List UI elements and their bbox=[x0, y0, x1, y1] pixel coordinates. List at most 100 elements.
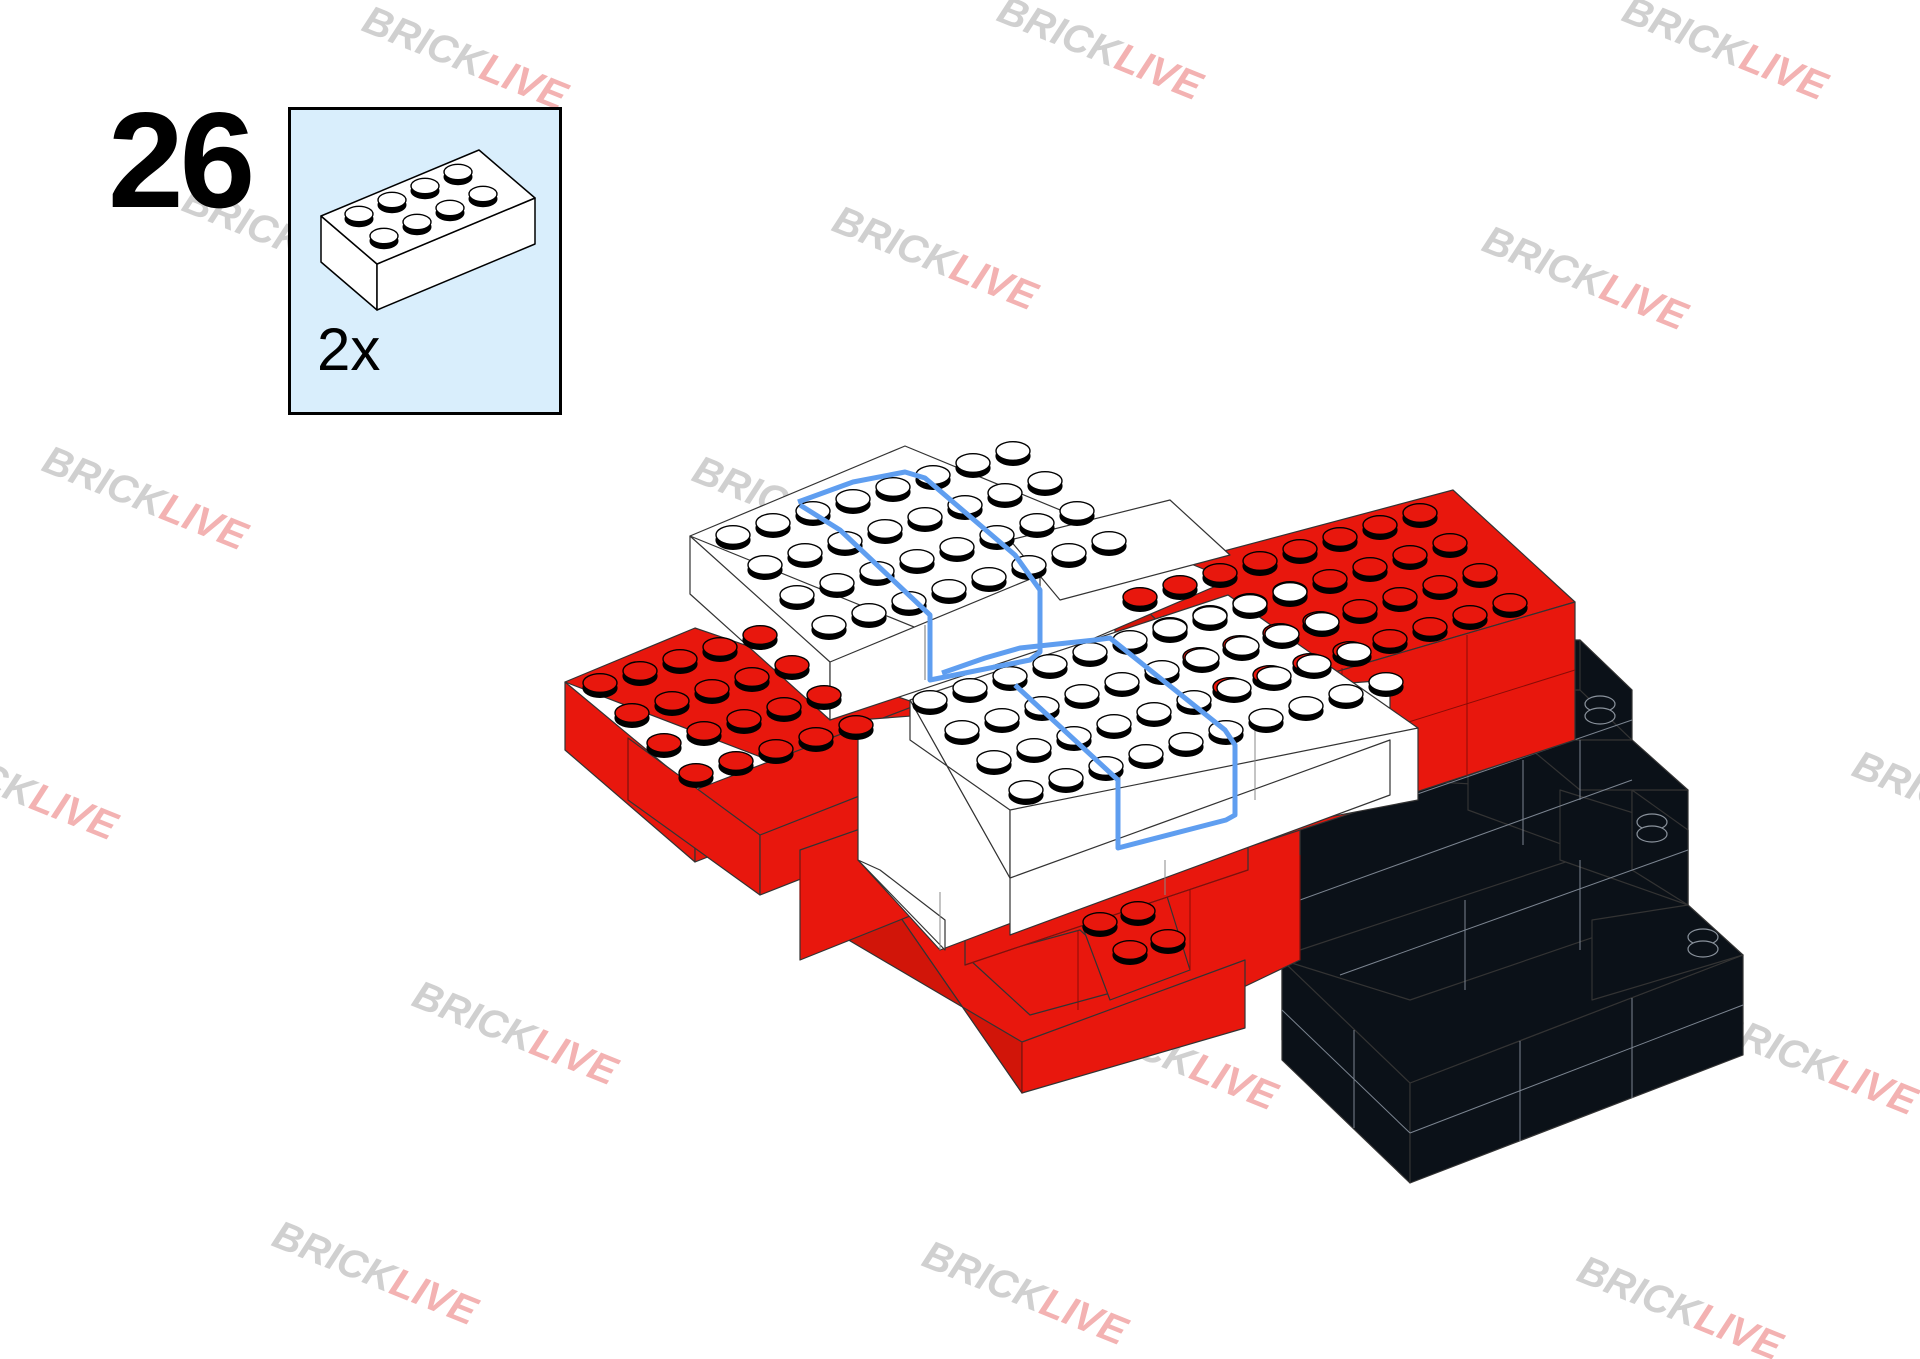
white-front-plate bbox=[857, 594, 1419, 951]
stud bbox=[1412, 616, 1448, 642]
stud bbox=[1152, 617, 1188, 643]
stud bbox=[1272, 581, 1308, 607]
stud bbox=[678, 762, 714, 788]
stud bbox=[838, 714, 874, 740]
stud bbox=[1328, 683, 1364, 709]
stud bbox=[1016, 737, 1052, 763]
stud bbox=[1048, 767, 1084, 793]
stud bbox=[715, 524, 751, 550]
stud bbox=[912, 689, 948, 715]
stud bbox=[1091, 530, 1127, 556]
stud bbox=[1072, 641, 1108, 667]
stud bbox=[798, 726, 834, 752]
stud bbox=[443, 163, 473, 186]
stud bbox=[1122, 586, 1158, 612]
stud bbox=[1402, 502, 1438, 528]
stud bbox=[1096, 713, 1132, 739]
stud bbox=[1288, 695, 1324, 721]
stud bbox=[1368, 671, 1404, 697]
stud bbox=[1242, 550, 1278, 576]
stud bbox=[402, 213, 432, 236]
stud bbox=[995, 440, 1031, 466]
stud bbox=[726, 708, 762, 734]
stud bbox=[1027, 470, 1063, 496]
stud bbox=[971, 566, 1007, 592]
stud bbox=[1216, 677, 1252, 703]
stud bbox=[955, 452, 991, 478]
stud bbox=[819, 572, 855, 598]
stud bbox=[1150, 928, 1186, 954]
stud bbox=[1296, 653, 1332, 679]
stud bbox=[654, 690, 690, 716]
stud bbox=[806, 684, 842, 710]
stud bbox=[1342, 598, 1378, 624]
stud bbox=[1432, 532, 1468, 558]
stud bbox=[1008, 779, 1044, 805]
stud bbox=[851, 602, 887, 628]
stud bbox=[766, 696, 802, 722]
stud bbox=[811, 614, 847, 640]
stud bbox=[1282, 538, 1318, 564]
stud bbox=[1168, 731, 1204, 757]
stud bbox=[1136, 701, 1172, 727]
stud bbox=[931, 578, 967, 604]
stud bbox=[686, 720, 722, 746]
step-number: 26 bbox=[108, 84, 255, 236]
stud bbox=[435, 199, 465, 222]
stud bbox=[1422, 574, 1458, 600]
stud bbox=[1492, 592, 1528, 618]
stud bbox=[1462, 562, 1498, 588]
stud bbox=[1248, 707, 1284, 733]
stud bbox=[1051, 542, 1087, 568]
stud bbox=[939, 536, 975, 562]
stud bbox=[758, 738, 794, 764]
stud bbox=[1224, 635, 1260, 661]
stud bbox=[1256, 665, 1292, 691]
stud bbox=[1032, 653, 1068, 679]
stud bbox=[369, 227, 399, 250]
part-quantity: 2x bbox=[317, 316, 381, 383]
stud bbox=[976, 749, 1012, 775]
stud bbox=[377, 191, 407, 214]
stud bbox=[582, 672, 618, 698]
stud bbox=[1312, 568, 1348, 594]
stud bbox=[1104, 671, 1140, 697]
stud bbox=[694, 678, 730, 704]
stud bbox=[662, 648, 698, 674]
stud bbox=[1392, 544, 1428, 570]
stud bbox=[987, 482, 1023, 508]
stud bbox=[1264, 623, 1300, 649]
stud bbox=[875, 476, 911, 502]
stud bbox=[1452, 604, 1488, 630]
stud bbox=[1184, 647, 1220, 673]
part-brick-2x4-white-icon bbox=[320, 149, 536, 311]
stud bbox=[992, 665, 1028, 691]
stud bbox=[1232, 593, 1268, 619]
stud bbox=[779, 584, 815, 610]
stud bbox=[1059, 500, 1095, 526]
stud bbox=[859, 560, 895, 586]
stud bbox=[742, 624, 778, 650]
stud bbox=[867, 518, 903, 544]
stud bbox=[646, 732, 682, 758]
stud bbox=[1064, 683, 1100, 709]
stud bbox=[1304, 611, 1340, 637]
stud bbox=[984, 707, 1020, 733]
stud bbox=[1112, 939, 1148, 965]
stud bbox=[1322, 526, 1358, 552]
stud bbox=[1128, 743, 1164, 769]
stud bbox=[747, 554, 783, 580]
stud bbox=[718, 750, 754, 776]
stud bbox=[835, 488, 871, 514]
new-brick-highlight bbox=[797, 469, 1238, 851]
stud bbox=[1202, 562, 1238, 588]
stud bbox=[755, 512, 791, 538]
stud bbox=[899, 548, 935, 574]
parts-callout: 2x bbox=[288, 107, 562, 415]
stud bbox=[1162, 574, 1198, 600]
stud bbox=[1362, 514, 1398, 540]
stud bbox=[1382, 586, 1418, 612]
stud bbox=[774, 654, 810, 680]
stud bbox=[952, 677, 988, 703]
